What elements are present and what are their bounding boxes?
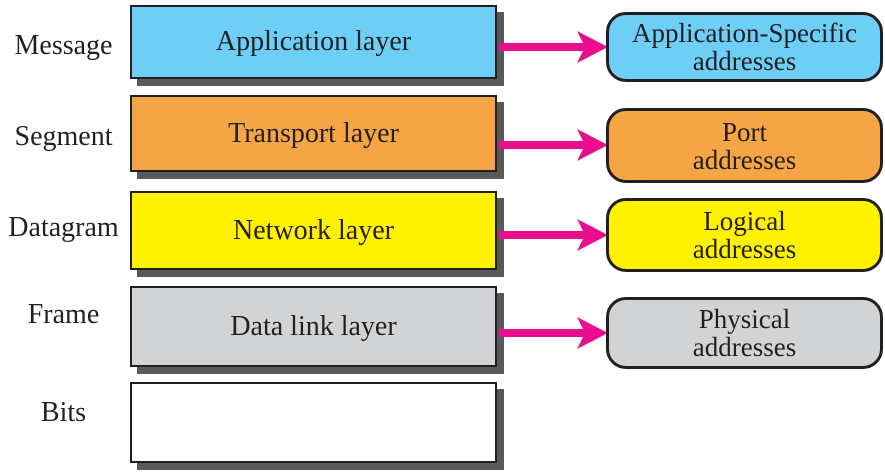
layer-box-bits-empty	[130, 382, 497, 463]
address-box-application-specific: Application-Specific addresses	[606, 12, 883, 82]
unit-label-message: Message	[14, 30, 113, 61]
unit-label-bits: Bits	[40, 397, 87, 428]
address-line: Port	[721, 116, 767, 147]
address-line: addresses	[692, 46, 797, 76]
arrow-icon	[499, 316, 608, 350]
address-box-physical: Physical addresses	[606, 297, 883, 369]
address-box-logical: Logical addresses	[606, 198, 883, 272]
address-line: addresses	[692, 332, 797, 362]
address-line: Application-Specific	[632, 18, 857, 48]
layer-box-transport: Transport layer	[130, 95, 497, 172]
arrow-icon	[499, 218, 608, 252]
layer-box-network-label: Network layer	[233, 214, 394, 246]
address-box-port: Port addresses	[606, 108, 883, 183]
arrow-icon	[499, 30, 608, 64]
address-line: Physical	[698, 304, 791, 334]
layer-box-transport-label: Transport layer	[228, 117, 399, 149]
address-line: addresses	[692, 144, 797, 175]
layer-box-data-link-label: Data link layer	[230, 310, 397, 342]
unit-label-segment: Segment	[14, 121, 113, 152]
layer-box-application: Application layer	[130, 5, 497, 79]
arrow-icon	[499, 128, 608, 162]
unit-label-datagram: Datagram	[8, 212, 119, 243]
layer-box-data-link: Data link layer	[130, 286, 497, 367]
unit-label-frame: Frame	[27, 299, 100, 330]
address-line: Logical	[703, 206, 786, 236]
layer-box-application-label: Application layer	[215, 26, 412, 57]
layer-box-network: Network layer	[130, 191, 497, 270]
address-line: addresses	[692, 234, 797, 264]
